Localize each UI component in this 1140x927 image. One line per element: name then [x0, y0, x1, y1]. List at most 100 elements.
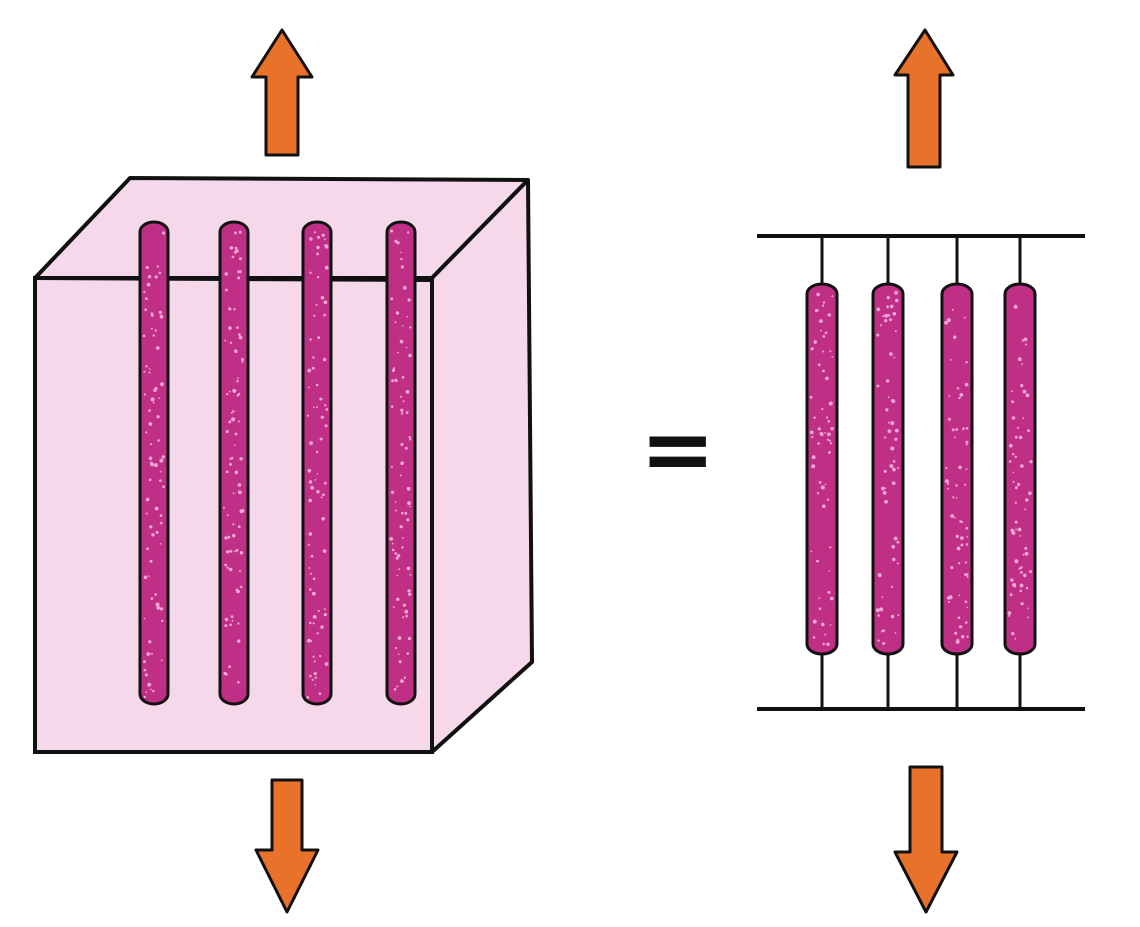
fiber-speckle: [948, 395, 951, 398]
fiber-speckle: [1025, 343, 1027, 346]
fiber-speckle: [390, 490, 395, 494]
fiber-speckle: [881, 486, 885, 491]
fiber-speckle: [224, 617, 229, 622]
fiber-speckle: [966, 575, 969, 578]
fiber-speckle: [950, 566, 954, 570]
fiber-speckle: [1011, 530, 1016, 535]
fiber-speckle: [147, 275, 152, 279]
fiber-speckle: [156, 606, 161, 610]
fiber-speckle: [225, 288, 228, 292]
fiber-speckle: [228, 420, 232, 424]
fiber-speckle: [1018, 567, 1021, 570]
fiber-speckle: [964, 600, 968, 603]
fiber-speckle: [390, 229, 394, 233]
right-tension-arrow-up: [893, 28, 955, 169]
fiber-speckle: [312, 591, 316, 596]
fiber-speckle: [157, 439, 160, 442]
fiber-speckle: [324, 238, 326, 241]
fiber-speckle: [829, 350, 832, 353]
fiber-speckle: [161, 619, 164, 623]
fiber-speckle: [312, 577, 316, 581]
fiber-speckle: [317, 235, 321, 239]
fiber-speckle: [159, 314, 164, 319]
fiber-speckle: [316, 245, 320, 250]
fiber-speckle: [829, 546, 832, 549]
fiber-speckle: [309, 674, 312, 678]
fiber-speckle: [1010, 390, 1013, 393]
fiber-body: [138, 220, 170, 706]
fiber-speckle: [965, 427, 969, 430]
fiber-speckle: [891, 399, 894, 402]
fiber-elements: [805, 236, 1037, 709]
fiber-speckle: [149, 443, 153, 446]
fiber-speckle: [226, 550, 230, 554]
fiber-speckle: [822, 301, 826, 304]
fiber-speckle: [946, 318, 951, 323]
fiber-speckle: [824, 483, 827, 486]
fiber-speckle: [307, 468, 312, 473]
fiber-speckle: [318, 692, 322, 695]
fiber-speckle: [225, 470, 229, 474]
fiber-speckle: [143, 370, 146, 373]
block-side-face: [428, 178, 534, 754]
fiber-speckle: [882, 491, 887, 495]
fiber-speckle: [408, 436, 411, 439]
fiber-speckle: [1021, 339, 1025, 342]
fiber-speckle: [150, 327, 153, 330]
fiber-speckle: [822, 335, 826, 338]
fiber-speckle: [320, 296, 325, 300]
fiber-speckle: [402, 616, 405, 619]
fiber-speckle: [148, 422, 153, 426]
fiber-speckle: [887, 429, 892, 434]
fiber-speckle: [811, 455, 816, 460]
fiber-speckle: [886, 296, 890, 300]
fiber-speckle: [821, 408, 824, 411]
fiber-speckle: [963, 316, 966, 319]
fiber-speckle: [323, 300, 328, 305]
fiber-speckle: [322, 549, 327, 553]
fiber-speckle: [143, 617, 146, 620]
fiber-speckle: [884, 319, 888, 323]
fiber-speckle: [398, 568, 401, 571]
fiber-speckle: [894, 290, 898, 295]
fiber-speckle: [822, 369, 825, 373]
fiber-speckle: [964, 382, 969, 387]
fiber-speckle: [952, 496, 955, 499]
fiber-speckle: [1014, 486, 1018, 490]
embedded-fibers: [138, 220, 417, 706]
fiber-speckle: [959, 393, 964, 397]
fiber-speckle: [154, 329, 157, 332]
fiber-speckle: [1008, 614, 1011, 617]
fiber-speckle: [316, 473, 319, 475]
fiber-body: [940, 282, 974, 656]
fiber-speckle: [234, 550, 236, 553]
fiber-speckle: [391, 379, 395, 383]
fiber-speckle: [889, 318, 893, 322]
fiber-speckle: [394, 321, 397, 324]
fiber-speckle: [323, 481, 327, 485]
fiber-element: [940, 282, 974, 656]
fiber-speckle: [1014, 520, 1018, 524]
fiber-speckle: [954, 631, 958, 635]
fiber-speckle: [876, 307, 881, 312]
fiber-speckle: [811, 436, 814, 439]
fiber-speckle: [882, 642, 886, 645]
fiber-speckle: [314, 676, 317, 679]
fiber-speckle: [409, 505, 411, 508]
fiber-speckle: [889, 464, 894, 468]
fiber-speckle: [394, 378, 398, 383]
fiber-speckle: [321, 233, 325, 237]
fiber-speckle: [309, 338, 312, 341]
fiber-speckle: [145, 365, 148, 368]
fiber-speckle: [890, 304, 894, 309]
fiber-speckle: [404, 609, 409, 614]
fiber-speckle: [323, 244, 326, 246]
fiber-speckle: [826, 438, 830, 441]
fiber-speckle: [307, 543, 310, 546]
fiber-speckle: [155, 530, 159, 534]
fiber-speckle: [962, 427, 965, 431]
fiber-speckle: [306, 696, 310, 699]
fiber-speckle: [390, 405, 394, 408]
fiber-speckle: [966, 606, 969, 609]
fiber-speckle: [402, 603, 406, 607]
